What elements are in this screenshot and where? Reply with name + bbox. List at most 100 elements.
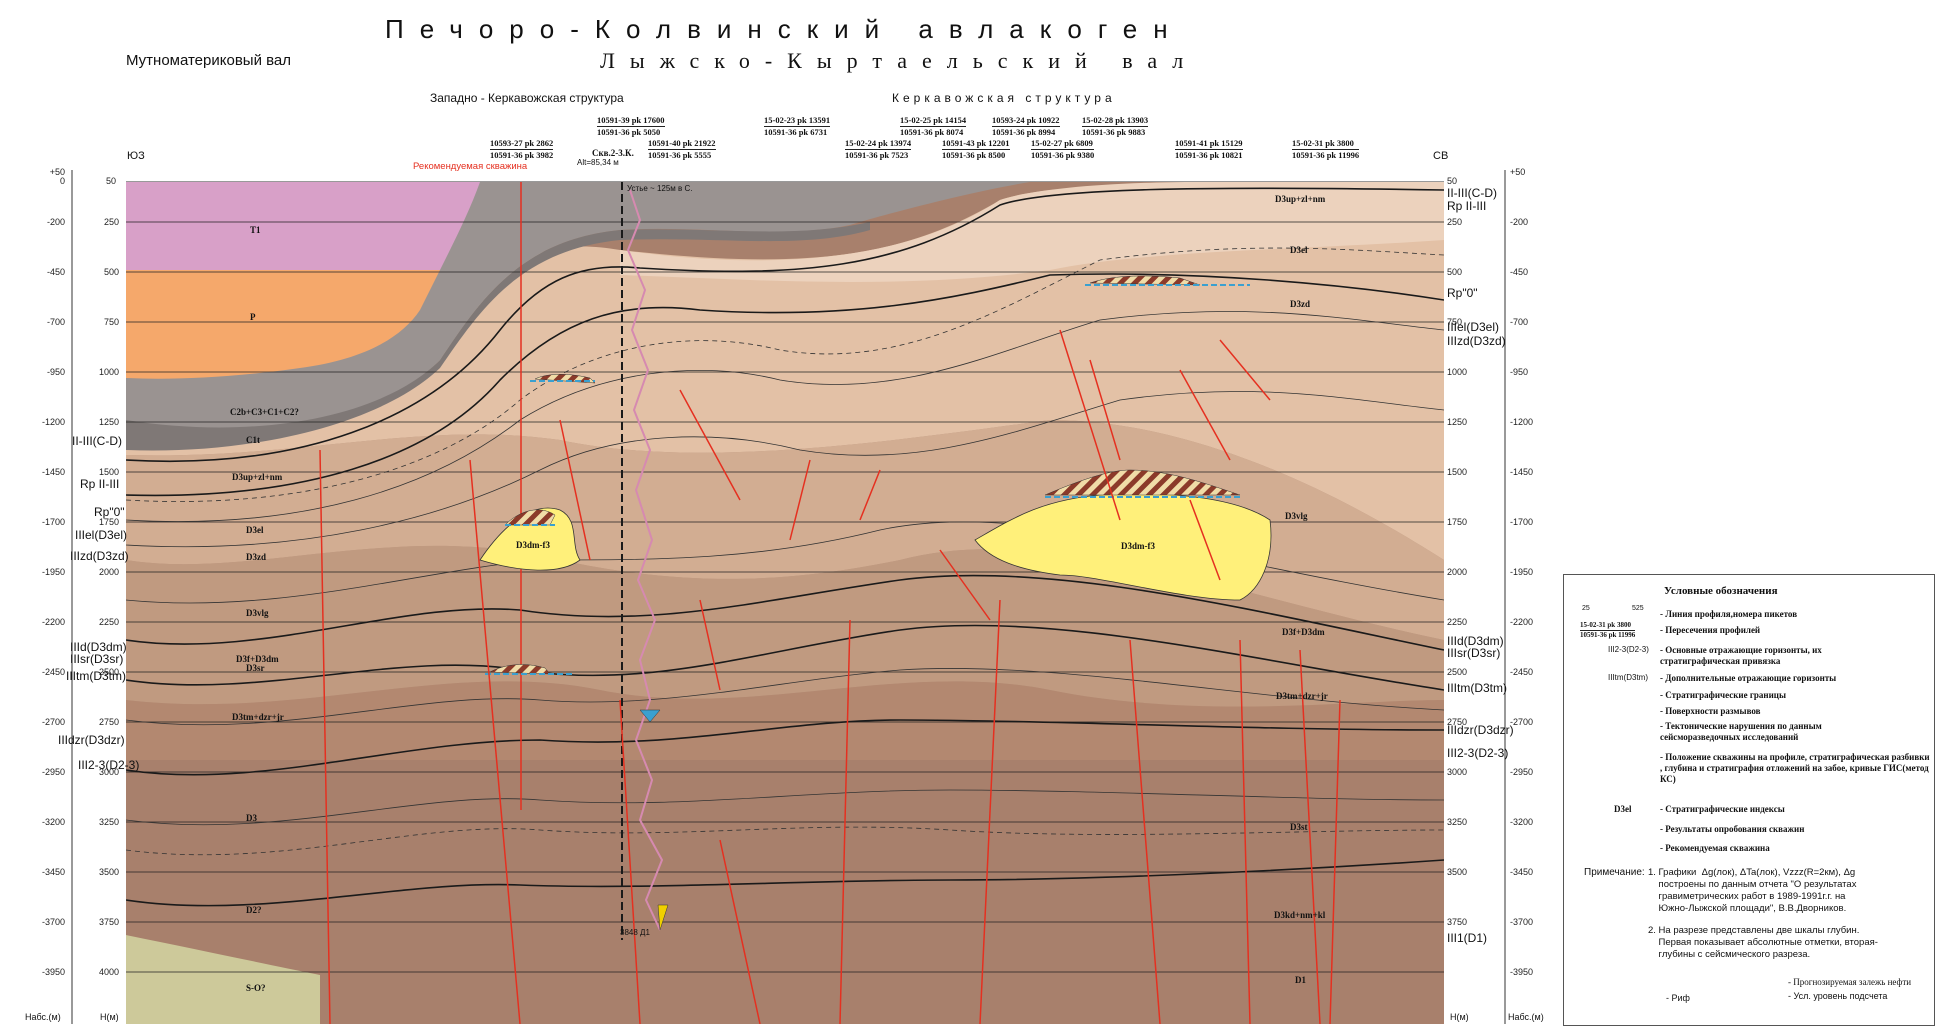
horizon-label: IIId(D3dm) [70, 640, 127, 654]
well-altitude: Alt=85,34 м [577, 158, 619, 167]
legend-note-1: 1. Графики Δg(лок), ΔTa(лок), Vzzz(R=2км… [1648, 867, 1857, 914]
right-abs-depth: -3700 [1510, 917, 1534, 927]
depth-label: -1950 [41, 567, 65, 577]
legend-scale-b: 525 [1632, 605, 1644, 612]
inner-depth-label: 1250 [99, 417, 120, 427]
main-title: Печоро-Колвинский авлакоген [385, 14, 1184, 44]
horizon-label: IIIzd(D3zd) [70, 549, 129, 563]
legend-note-2: 2. На разрезе представлены две шкалы глу… [1648, 925, 1878, 960]
right-abs-depth: -2700 [1510, 717, 1534, 727]
strat-index: D3sr [246, 663, 265, 673]
horizon-label: IIIdzr(D3dzr) [58, 733, 125, 747]
well-name: Скв.2-3.К. [592, 148, 634, 158]
horizon-label: IIIel(D3el) [75, 528, 128, 542]
right-abs-depth: +50 [1510, 167, 1526, 177]
right-abs-depth: -2950 [1510, 767, 1534, 777]
legend-level-label: - Усл. уровень подсчета [1788, 991, 1888, 1001]
legend-title: Условные обозначения [1664, 585, 1778, 597]
horizon-label: IIIdzr(D3dzr) [1447, 723, 1514, 737]
legend-item: - Основные отражающие горизонты, их стра… [1660, 645, 1822, 666]
legend-item: - Тектонические нарушения по данным сейс… [1660, 721, 1822, 742]
right-inner-depth: 500 [1447, 267, 1463, 277]
axis-h-left: Н(м) [100, 1012, 119, 1022]
inner-depth-label: 2250 [99, 617, 120, 627]
depth-label: -1200 [41, 417, 65, 427]
inner-depth-label: 250 [104, 217, 120, 227]
legend-item: - Стратиграфические границы [1660, 690, 1787, 700]
legend-item: - Стратиграфические индексы [1660, 804, 1785, 814]
right-inner-depth: 2000 [1447, 567, 1468, 577]
inner-depth-label: 1500 [99, 467, 120, 477]
strat-index: D3vlg [246, 608, 269, 618]
depth-label: -3950 [41, 967, 65, 977]
legend-item: - Рекомендуемая скважина [1660, 843, 1770, 853]
strat-index: D3f+D3dm [236, 654, 279, 664]
depth-label: -1700 [41, 517, 65, 527]
right-inner-depth: 3750 [1447, 917, 1468, 927]
inner-depth-label: 500 [104, 267, 120, 277]
strat-index: D3zd [246, 552, 266, 562]
horizon-label: III2-3(D2-3) [1447, 746, 1509, 760]
inner-depth-label: 50 [106, 176, 117, 186]
right-inner-depth: 1250 [1447, 417, 1468, 427]
right-inner-depth: 1000 [1447, 367, 1468, 377]
depth-label: -2950 [41, 767, 65, 777]
legend-box: Условные обозначения 25 525 15-02-31 pk … [1563, 574, 1935, 1026]
right-abs-depth: -950 [1510, 367, 1529, 377]
depth-label: -1450 [41, 467, 65, 477]
axis-abs-left: Набс.(м) [25, 1012, 61, 1022]
legend-index-sample: D3el [1614, 804, 1632, 814]
inner-depth-label: 2500 [99, 667, 120, 677]
right-inner-depth: 50 [1447, 176, 1458, 186]
strat-index: D1 [1295, 975, 1306, 985]
strat-index: D3 [246, 813, 257, 823]
right-abs-depth: -450 [1510, 267, 1529, 277]
legend-extra-horizon: IIItm(D3tm) [1608, 673, 1648, 682]
right-inner-depth: 2250 [1447, 617, 1468, 627]
strat-index: P [250, 312, 256, 322]
strat-index: D3st [1290, 822, 1308, 832]
depth-label: -3450 [41, 867, 65, 877]
right-inner-depth: 3500 [1447, 867, 1468, 877]
legend-item: - Пересечения профилей [1660, 625, 1761, 635]
right-abs-depth: -700 [1510, 317, 1529, 327]
strat-index: D3zd [1290, 299, 1310, 309]
horizon-label: IIItm(D3tm) [1447, 681, 1507, 695]
strat-index: D3tm+dzr+jr [1276, 691, 1328, 701]
right-inner-depth: 2750 [1447, 717, 1468, 727]
recommended-well-label: Рекомендуемая скважина [413, 161, 528, 172]
well-bottom-label: 3848 Д1 [620, 928, 650, 937]
depth-label: -950 [46, 367, 65, 377]
horizon-label: Rp II-III [1447, 199, 1487, 213]
inner-depth-label: 1750 [99, 517, 120, 527]
well-top-label: Устье ~ 125м в С. [627, 184, 693, 193]
right-inner-depth: 3250 [1447, 817, 1468, 827]
horizon-label: III1(D1) [1447, 931, 1488, 945]
sw-label: ЮЗ [127, 150, 145, 162]
right-abs-depth: -3200 [1510, 817, 1534, 827]
right-abs-depth: -3450 [1510, 867, 1534, 877]
right-abs-depth: -3950 [1510, 967, 1534, 977]
axis-abs-right: Набс.(м) [1508, 1012, 1544, 1022]
inner-depth-label: 750 [104, 317, 120, 327]
strat-index: C2b+C3+C1+C2? [230, 407, 299, 417]
right-inner-depth: 250 [1447, 217, 1463, 227]
reef-label: D3dm-f3 [1121, 541, 1155, 551]
horizon-label: IIIsr(D3sr) [1447, 646, 1501, 660]
right-inner-depth: 1750 [1447, 517, 1468, 527]
depth-label: -700 [46, 317, 65, 327]
strat-index: D3up+zl+nm [1275, 194, 1326, 204]
inner-depth-label: 3000 [99, 767, 120, 777]
depth-label: 0 [59, 176, 65, 186]
right-inner-depth: 3000 [1447, 767, 1468, 777]
horizon-label: II-III(C-D) [1447, 186, 1497, 200]
inner-depth-label: 2750 [99, 717, 120, 727]
